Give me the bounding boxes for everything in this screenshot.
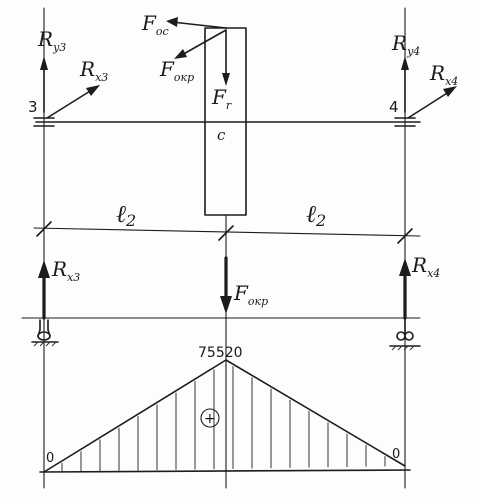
label-fr: Fr (211, 85, 232, 112)
arrow-rx3-bottom (38, 260, 50, 320)
dim-tick-right (397, 228, 413, 244)
arrow-rx4-top (407, 86, 457, 119)
moment-triangle (43, 359, 406, 473)
arrow-fos (166, 17, 227, 29)
label-ry3: Ry3 (37, 27, 66, 54)
label-ry4: Ry4 (391, 31, 420, 58)
label-zero-left: 0 (46, 451, 54, 466)
bearing-3 (33, 117, 55, 127)
plus-sign-icon: + (200, 408, 220, 428)
label-rx4-bottom: Rx4 (411, 253, 440, 280)
arrow-fr (222, 29, 230, 86)
dim-tick-left (36, 221, 52, 237)
label-fokr-top: Fокр (159, 57, 194, 84)
arrow-ry3 (40, 56, 48, 113)
arrow-fokr-bottom (220, 256, 232, 314)
label-zero-right: 0 (392, 447, 400, 462)
bearing-4 (394, 117, 416, 127)
arrow-rx3-top (46, 85, 100, 119)
label-moment-peak: 75520 (198, 345, 243, 361)
support-right (389, 317, 421, 351)
label-fos: Foc (141, 11, 169, 38)
moment-baseline (39, 469, 411, 473)
arrow-ry4 (401, 56, 409, 113)
label-support-4: 4 (389, 98, 399, 116)
label-span-right: ℓ2 (306, 200, 326, 230)
arrow-fokr-top (174, 29, 227, 59)
label-rx3-top: Rx3 (79, 57, 108, 84)
label-support-3: 3 (28, 98, 38, 116)
label-point-c: c (217, 126, 226, 144)
label-rx4-top: Rx4 (429, 61, 458, 88)
dim-tick-center (218, 225, 234, 241)
support-left (31, 319, 59, 347)
label-fokr-bottom: Fокр (233, 281, 268, 308)
label-span-left: ℓ2 (116, 200, 136, 230)
arrow-rx4-bottom (399, 258, 411, 320)
moment-hatching (61, 366, 386, 472)
label-rx3-bottom: Rx3 (51, 257, 80, 284)
svg-text:+: + (204, 411, 216, 427)
